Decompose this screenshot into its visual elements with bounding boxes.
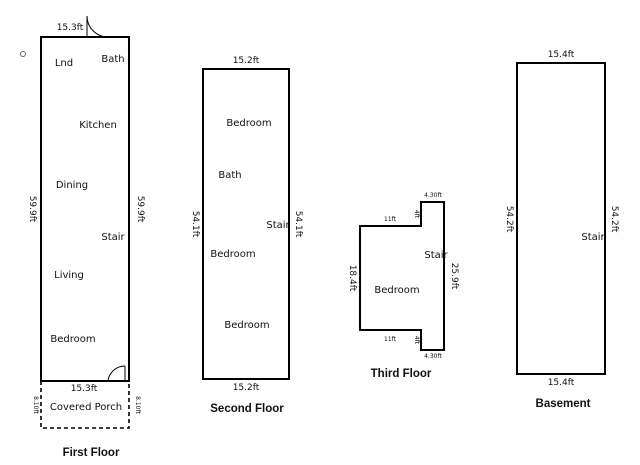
basement-right-length: 54.2ft [609, 206, 619, 233]
room-lnd-label: Lnd [55, 58, 73, 69]
porch-right-depth: 8.10ft [134, 396, 141, 414]
third-floor-bottom-step: 11ft [384, 336, 397, 343]
first-floor-top-width: 15.3ft [57, 23, 84, 33]
room-living-label: Living [54, 270, 84, 281]
room-bedroom-top-label: Bedroom [226, 118, 271, 129]
second-floor-right-length: 54.1ft [293, 211, 303, 238]
third-floor-bottom-jog: 4ft [413, 336, 420, 345]
first-floor-outline [40, 36, 130, 382]
third-floor-top-step: 11ft [384, 216, 397, 223]
basement-plan: 15.4ft 15.4ft 54.2ft 54.2ft Stair Baseme… [504, 50, 619, 410]
basement-left-length: 54.2ft [504, 206, 514, 233]
room-bedroom-bottom-label: Bedroom [224, 320, 269, 331]
third-floor-right-length: 25.9ft [449, 263, 459, 290]
room-bedroom-label: Bedroom [50, 334, 95, 345]
room-stair-label: Stair [101, 232, 125, 243]
room-stair-label: Stair [266, 220, 290, 231]
basement-bottom-width: 15.4ft [548, 378, 575, 388]
third-floor-title: Third Floor [371, 368, 432, 380]
third-floor-left-length: 18.4ft [347, 265, 357, 292]
room-bath-label: Bath [101, 54, 124, 65]
first-floor-porch-door-icon [107, 365, 126, 382]
third-floor-top-jog: 4ft [413, 210, 420, 219]
porch-left-depth: 8.10ft [32, 396, 39, 414]
second-floor-bottom-width: 15.2ft [233, 383, 260, 393]
room-bath-label: Bath [218, 170, 241, 181]
first-floor-plan: 15.3ft 15.3ft 59.9ft 59.9ft 8.10ft 8.10f… [27, 15, 145, 459]
room-bedroom-mid-label: Bedroom [210, 249, 255, 260]
second-floor-left-length: 54.1ft [190, 211, 200, 238]
third-floor-plan: 4.30ft 4.30ft 11ft 11ft 4ft 4ft 18.4ft 2… [347, 192, 459, 380]
basement-title: Basement [536, 398, 591, 410]
basement-outline [516, 62, 606, 375]
first-floor-left-length: 59.9ft [27, 196, 37, 223]
first-floor-entry-door-icon [86, 15, 109, 38]
second-floor-plan: 15.2ft 15.2ft 54.1ft 54.1ft Bedroom Bath… [190, 56, 303, 415]
covered-porch-outline [40, 380, 130, 429]
room-stair-label: Stair [424, 250, 448, 261]
room-dining-label: Dining [56, 180, 88, 191]
room-bedroom-label: Bedroom [374, 285, 419, 296]
second-floor-outline [202, 68, 290, 380]
third-floor-bottom-notch: 4.30ft [424, 353, 442, 360]
second-floor-title: Second Floor [210, 403, 284, 415]
room-kitchen-label: Kitchen [79, 120, 117, 131]
third-floor-outline [359, 201, 445, 351]
basement-top-width: 15.4ft [548, 50, 575, 60]
third-floor-top-notch: 4.30ft [424, 192, 442, 199]
first-floor-bottom-width: 15.3ft [71, 384, 98, 394]
second-floor-top-width: 15.2ft [233, 56, 260, 66]
room-stair-label: Stair [581, 232, 605, 243]
first-floor-title: First Floor [63, 447, 120, 459]
covered-porch-label: Covered Porch [50, 402, 122, 413]
first-floor-right-length: 59.9ft [135, 196, 145, 223]
marker-circle-icon [20, 51, 26, 57]
